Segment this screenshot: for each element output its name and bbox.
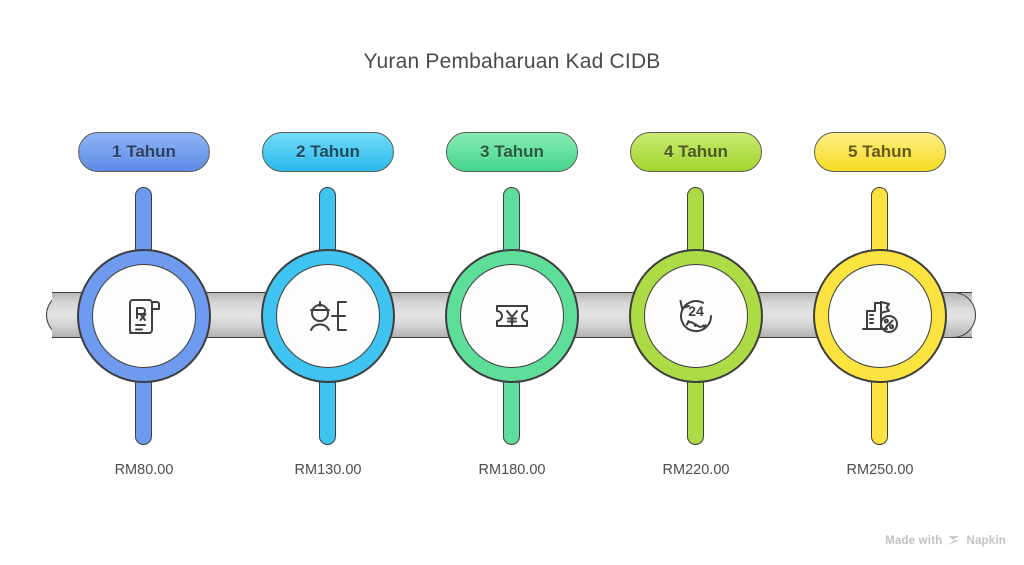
- node-icon-well: [276, 264, 380, 368]
- node-icon-well: 24: [644, 264, 748, 368]
- node-icon-well: [828, 264, 932, 368]
- step-pill-3[interactable]: 3 Tahun: [446, 132, 578, 172]
- step-pill-label: 4 Tahun: [664, 142, 728, 161]
- step-price-5: RM250.00: [846, 462, 914, 478]
- step-pill-label: 5 Tahun: [848, 142, 912, 161]
- napkin-watermark: Made with Napkin: [885, 534, 1006, 547]
- step-node-5[interactable]: [813, 187, 947, 445]
- svg-text:24: 24: [688, 303, 704, 319]
- napkin-logo-icon: [948, 536, 960, 546]
- node-icon-well: [92, 264, 196, 368]
- step-pill-label: 1 Tahun: [112, 142, 176, 161]
- twenty-four-hour-wrench-icon: 24: [679, 300, 713, 333]
- page-title: Yuran Pembaharuan Kad CIDB: [363, 50, 661, 73]
- watermark-text: Made with: [885, 534, 943, 547]
- building-flag-percent-icon: [862, 301, 898, 333]
- step-pill-label: 2 Tahun: [296, 142, 360, 161]
- step-node-4[interactable]: 24: [629, 187, 763, 445]
- yen-ticket-voucher-icon: [496, 305, 528, 327]
- step-node-1[interactable]: [77, 187, 211, 445]
- step-pill-4[interactable]: 4 Tahun: [630, 132, 762, 172]
- construction-worker-checklist-icon: [310, 301, 347, 331]
- prescription-document-icon: [129, 299, 160, 334]
- step-node-3[interactable]: [445, 187, 579, 445]
- watermark-brand: Napkin: [966, 534, 1006, 547]
- step-price-2: RM130.00: [294, 462, 362, 478]
- step-price-1: RM80.00: [114, 462, 174, 478]
- step-pill-1[interactable]: 1 Tahun: [78, 132, 210, 172]
- step-pill-label: 3 Tahun: [480, 142, 544, 161]
- step-price-4: RM220.00: [662, 462, 730, 478]
- step-price-3: RM180.00: [478, 462, 546, 478]
- node-icon-well: [460, 264, 564, 368]
- step-pill-2[interactable]: 2 Tahun: [262, 132, 394, 172]
- step-node-2[interactable]: [261, 187, 395, 445]
- step-pill-5[interactable]: 5 Tahun: [814, 132, 946, 172]
